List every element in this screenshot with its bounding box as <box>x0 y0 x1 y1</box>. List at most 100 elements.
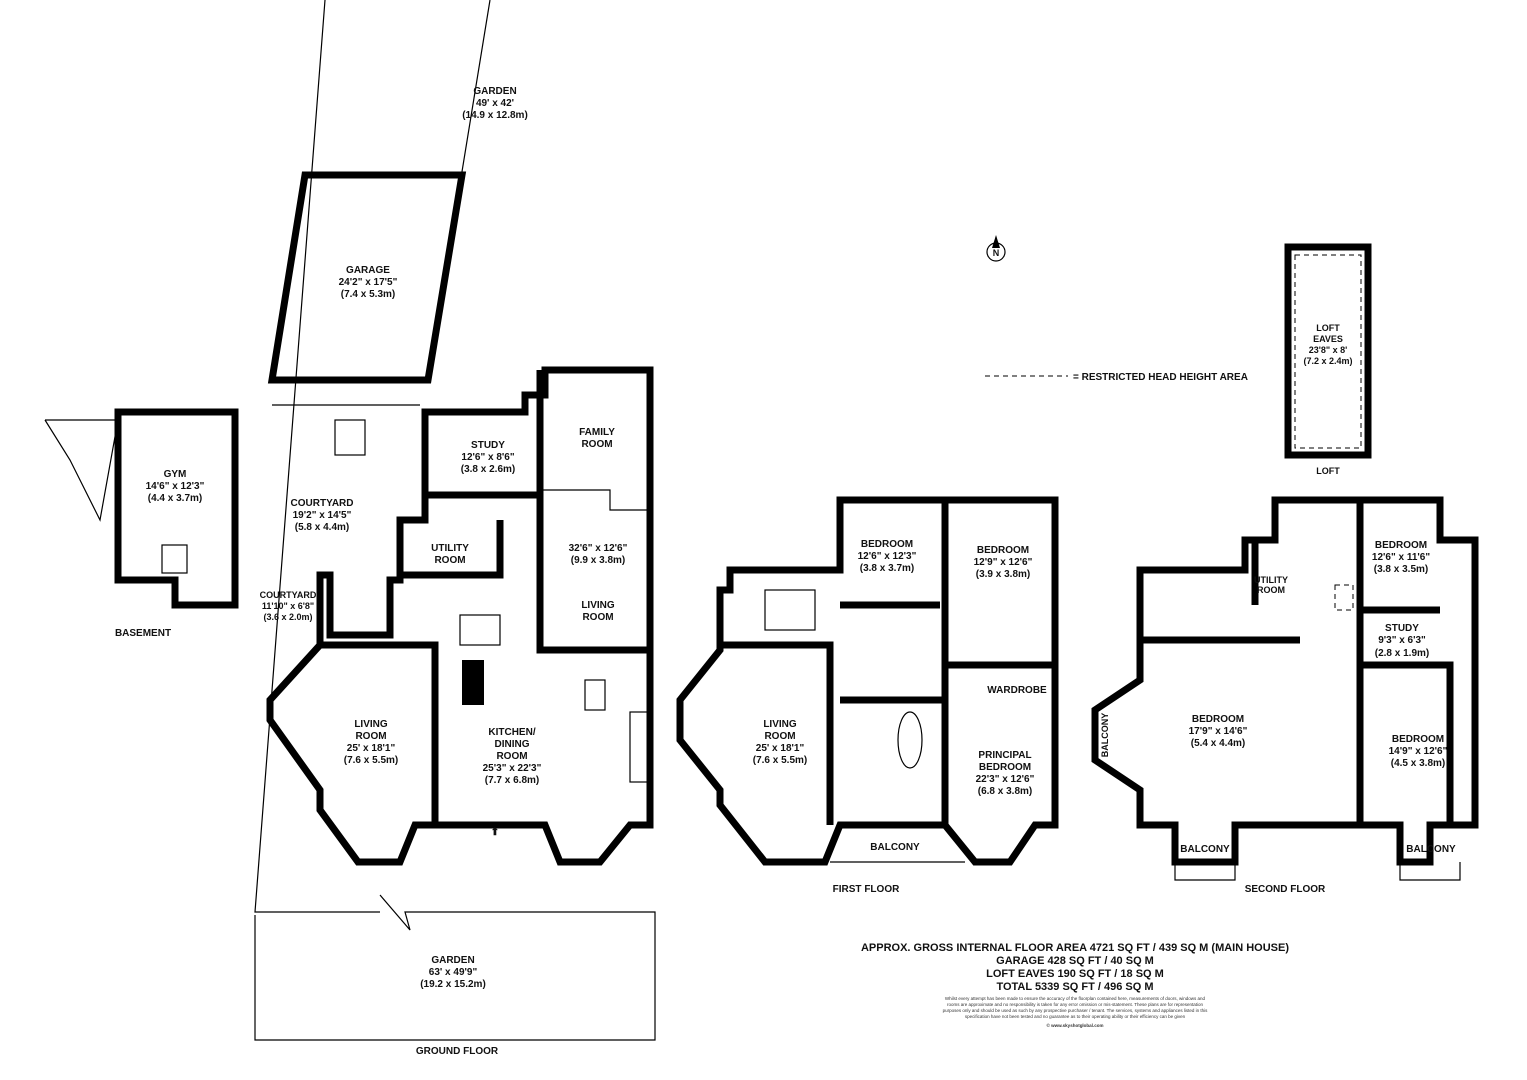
sf-study-size-m: (2.8 x 1.9m) <box>1375 648 1429 659</box>
garage-size: 24'2" x 17'5" <box>339 277 398 288</box>
living-left-label-2: ROOM <box>355 731 386 742</box>
sf-balcony-right-rail <box>1399 862 1461 881</box>
sf-bedroom-c-label: BEDROOM <box>1392 734 1444 745</box>
living-right-label: LIVING <box>581 600 615 611</box>
disclaimer-line: rooms are approximate and no responsibil… <box>947 1002 1204 1007</box>
chimney <box>462 660 484 705</box>
first-floor-title: FIRST FLOOR <box>833 884 900 895</box>
loft-walls <box>1284 243 1372 459</box>
courtyard-label: COURTYARD <box>291 498 354 509</box>
kitchen-size-m: (7.7 x 6.8m) <box>485 775 539 786</box>
family-room-label-2: ROOM <box>581 439 612 450</box>
entrance-arrow-icon: ⬆ <box>491 827 499 838</box>
family-room-label: FAMILY <box>579 427 615 438</box>
area-main-house: APPROX. GROSS INTERNAL FLOOR AREA 4721 S… <box>861 942 1289 954</box>
sf-study-label: STUDY <box>1385 623 1419 634</box>
garage-size-m: (7.4 x 5.3m) <box>341 289 395 300</box>
sf-bedroom-a-size-m: (3.8 x 3.5m) <box>1374 564 1428 575</box>
shower-icon <box>161 544 188 574</box>
sf-bedroom-a-label: BEDROOM <box>1375 540 1427 551</box>
copyright: © www.skyshotglobal.com <box>1047 1022 1104 1028</box>
sf-bedroom-c-size: 14'9" x 12'6" <box>1389 746 1448 757</box>
ff-wardrobe-label: WARDROBE <box>987 685 1047 696</box>
courtyard-size-m: (5.8 x 4.4m) <box>295 522 349 533</box>
compass-label: N <box>993 248 1000 258</box>
sf-bedroom-b-label: BEDROOM <box>1192 714 1244 725</box>
ff-bedroom2-label: BEDROOM <box>977 545 1029 556</box>
sf-utility-label: UTILITY <box>1254 575 1288 585</box>
bath-icon <box>897 711 923 769</box>
area-garage: GARAGE 428 SQ FT / 40 SQ M <box>996 955 1154 967</box>
sf-study-size: 9'3" x 6'3" <box>1378 635 1426 646</box>
ff-bedroom2-size: 12'9" x 12'6" <box>974 557 1033 568</box>
ff-living-size-m: (7.6 x 5.5m) <box>753 755 807 766</box>
area-total: TOTAL 5339 SQ FT / 496 SQ M <box>996 981 1153 993</box>
compass-icon <box>986 235 1006 262</box>
room-labels: GARDEN 49' x 42' (14.9 x 12.8m) GARAGE 2… <box>115 86 1456 1057</box>
ff-bedroom2-size-m: (3.9 x 3.8m) <box>976 569 1030 580</box>
restricted-legend-label: = RESTRICTED HEAD HEIGHT AREA <box>1073 372 1248 383</box>
garden-bottom-size-m: (19.2 x 15.2m) <box>420 979 486 990</box>
ff-stairs-icon <box>764 589 816 631</box>
area-loft-eaves: LOFT EAVES 190 SQ FT / 18 SQ M <box>986 968 1164 980</box>
ground-floor-title: GROUND FLOOR <box>416 1046 499 1057</box>
courtyard-small-size: 11'10" x 6'8" <box>262 601 314 611</box>
loft-restricted-area <box>1294 254 1362 449</box>
ff-living-size: 25' x 18'1" <box>756 743 805 754</box>
loft-title: LOFT <box>1316 466 1340 476</box>
fireplace <box>540 489 650 511</box>
living-wall <box>536 510 650 654</box>
ff-principal-label-2: BEDROOM <box>979 762 1031 773</box>
sf-bedroom-b-size: 17'9" x 14'6" <box>1189 726 1248 737</box>
loft-size-m: (7.2 x 2.4m) <box>1303 356 1352 366</box>
sf-bedroom-b-size-m: (5.4 x 4.4m) <box>1191 738 1245 749</box>
area-summary: APPROX. GROSS INTERNAL FLOOR AREA 4721 S… <box>861 942 1289 1028</box>
gym-label: GYM <box>164 469 187 480</box>
gym-size-m: (4.4 x 3.7m) <box>148 493 202 504</box>
main-house-walls <box>266 366 654 866</box>
sf-balcony-side-label: BALCONY <box>1100 713 1110 758</box>
ff-balcony-label: BALCONY <box>870 842 920 853</box>
disclaimer-line: specification have not been tested and n… <box>965 1014 1186 1019</box>
garden-label: GARDEN <box>473 86 516 97</box>
utility-label: UTILITY <box>431 543 469 554</box>
living-right-size: 32'6" x 12'6" <box>569 543 628 554</box>
sf-bedroom-a-size: 12'6" x 11'6" <box>1372 552 1430 563</box>
kitchen-wall <box>320 641 439 825</box>
garden-bottom-boundary <box>254 894 656 1041</box>
living-left-size: 25' x 18'1" <box>347 743 396 754</box>
ff-bedroom1-size: 12'6" x 12'3" <box>858 551 917 562</box>
study-size: 12'6" x 8'6" <box>461 452 514 463</box>
sf-bedroom-c-wall <box>1360 661 1454 825</box>
courtyard-small-size-m: (3.6 x 2.0m) <box>263 612 312 622</box>
courtyard-size: 19'2" x 14'5" <box>293 510 352 521</box>
living-left-size-m: (7.6 x 5.5m) <box>344 755 398 766</box>
loft-label: LOFT <box>1316 323 1340 333</box>
plot-boundary-left <box>254 0 380 913</box>
kitchen-label-3: ROOM <box>496 751 527 762</box>
garden-bottom-label: GARDEN <box>431 955 474 966</box>
kitchen-size: 25'3" x 22'3" <box>483 763 542 774</box>
ff-living-wall <box>720 641 834 825</box>
kitchen-label-2: DINING <box>495 739 530 750</box>
utility-label-2: ROOM <box>434 555 465 566</box>
sf-balcony-left-rail <box>1174 862 1236 881</box>
ff-bedroom1-size-m: (3.8 x 3.7m) <box>860 563 914 574</box>
study-label: STUDY <box>471 440 505 451</box>
sf-bedroom-c-size-m: (4.5 x 3.8m) <box>1391 758 1445 769</box>
second-floor-plan <box>1091 496 1479 881</box>
ff-living-label: LIVING <box>763 719 797 730</box>
ground-floor-plan: ⬆ <box>254 0 656 1041</box>
utility-wall <box>400 520 504 579</box>
disclaimer-line: Whilst every attempt has been made to en… <box>945 996 1206 1001</box>
study-size-m: (3.8 x 2.6m) <box>461 464 515 475</box>
living-right-size-m: (9.9 x 3.8m) <box>571 555 625 566</box>
courtyard-small-label: COURTYARD <box>260 590 317 600</box>
second-floor-walls <box>1091 496 1479 866</box>
ff-principal-label: PRINCIPAL <box>978 750 1031 761</box>
basement-title: BASEMENT <box>115 628 171 639</box>
living-left-label: LIVING <box>354 719 388 730</box>
garage-label: GARAGE <box>346 265 390 276</box>
sf-balcony-left-label: BALCONY <box>1180 844 1230 855</box>
